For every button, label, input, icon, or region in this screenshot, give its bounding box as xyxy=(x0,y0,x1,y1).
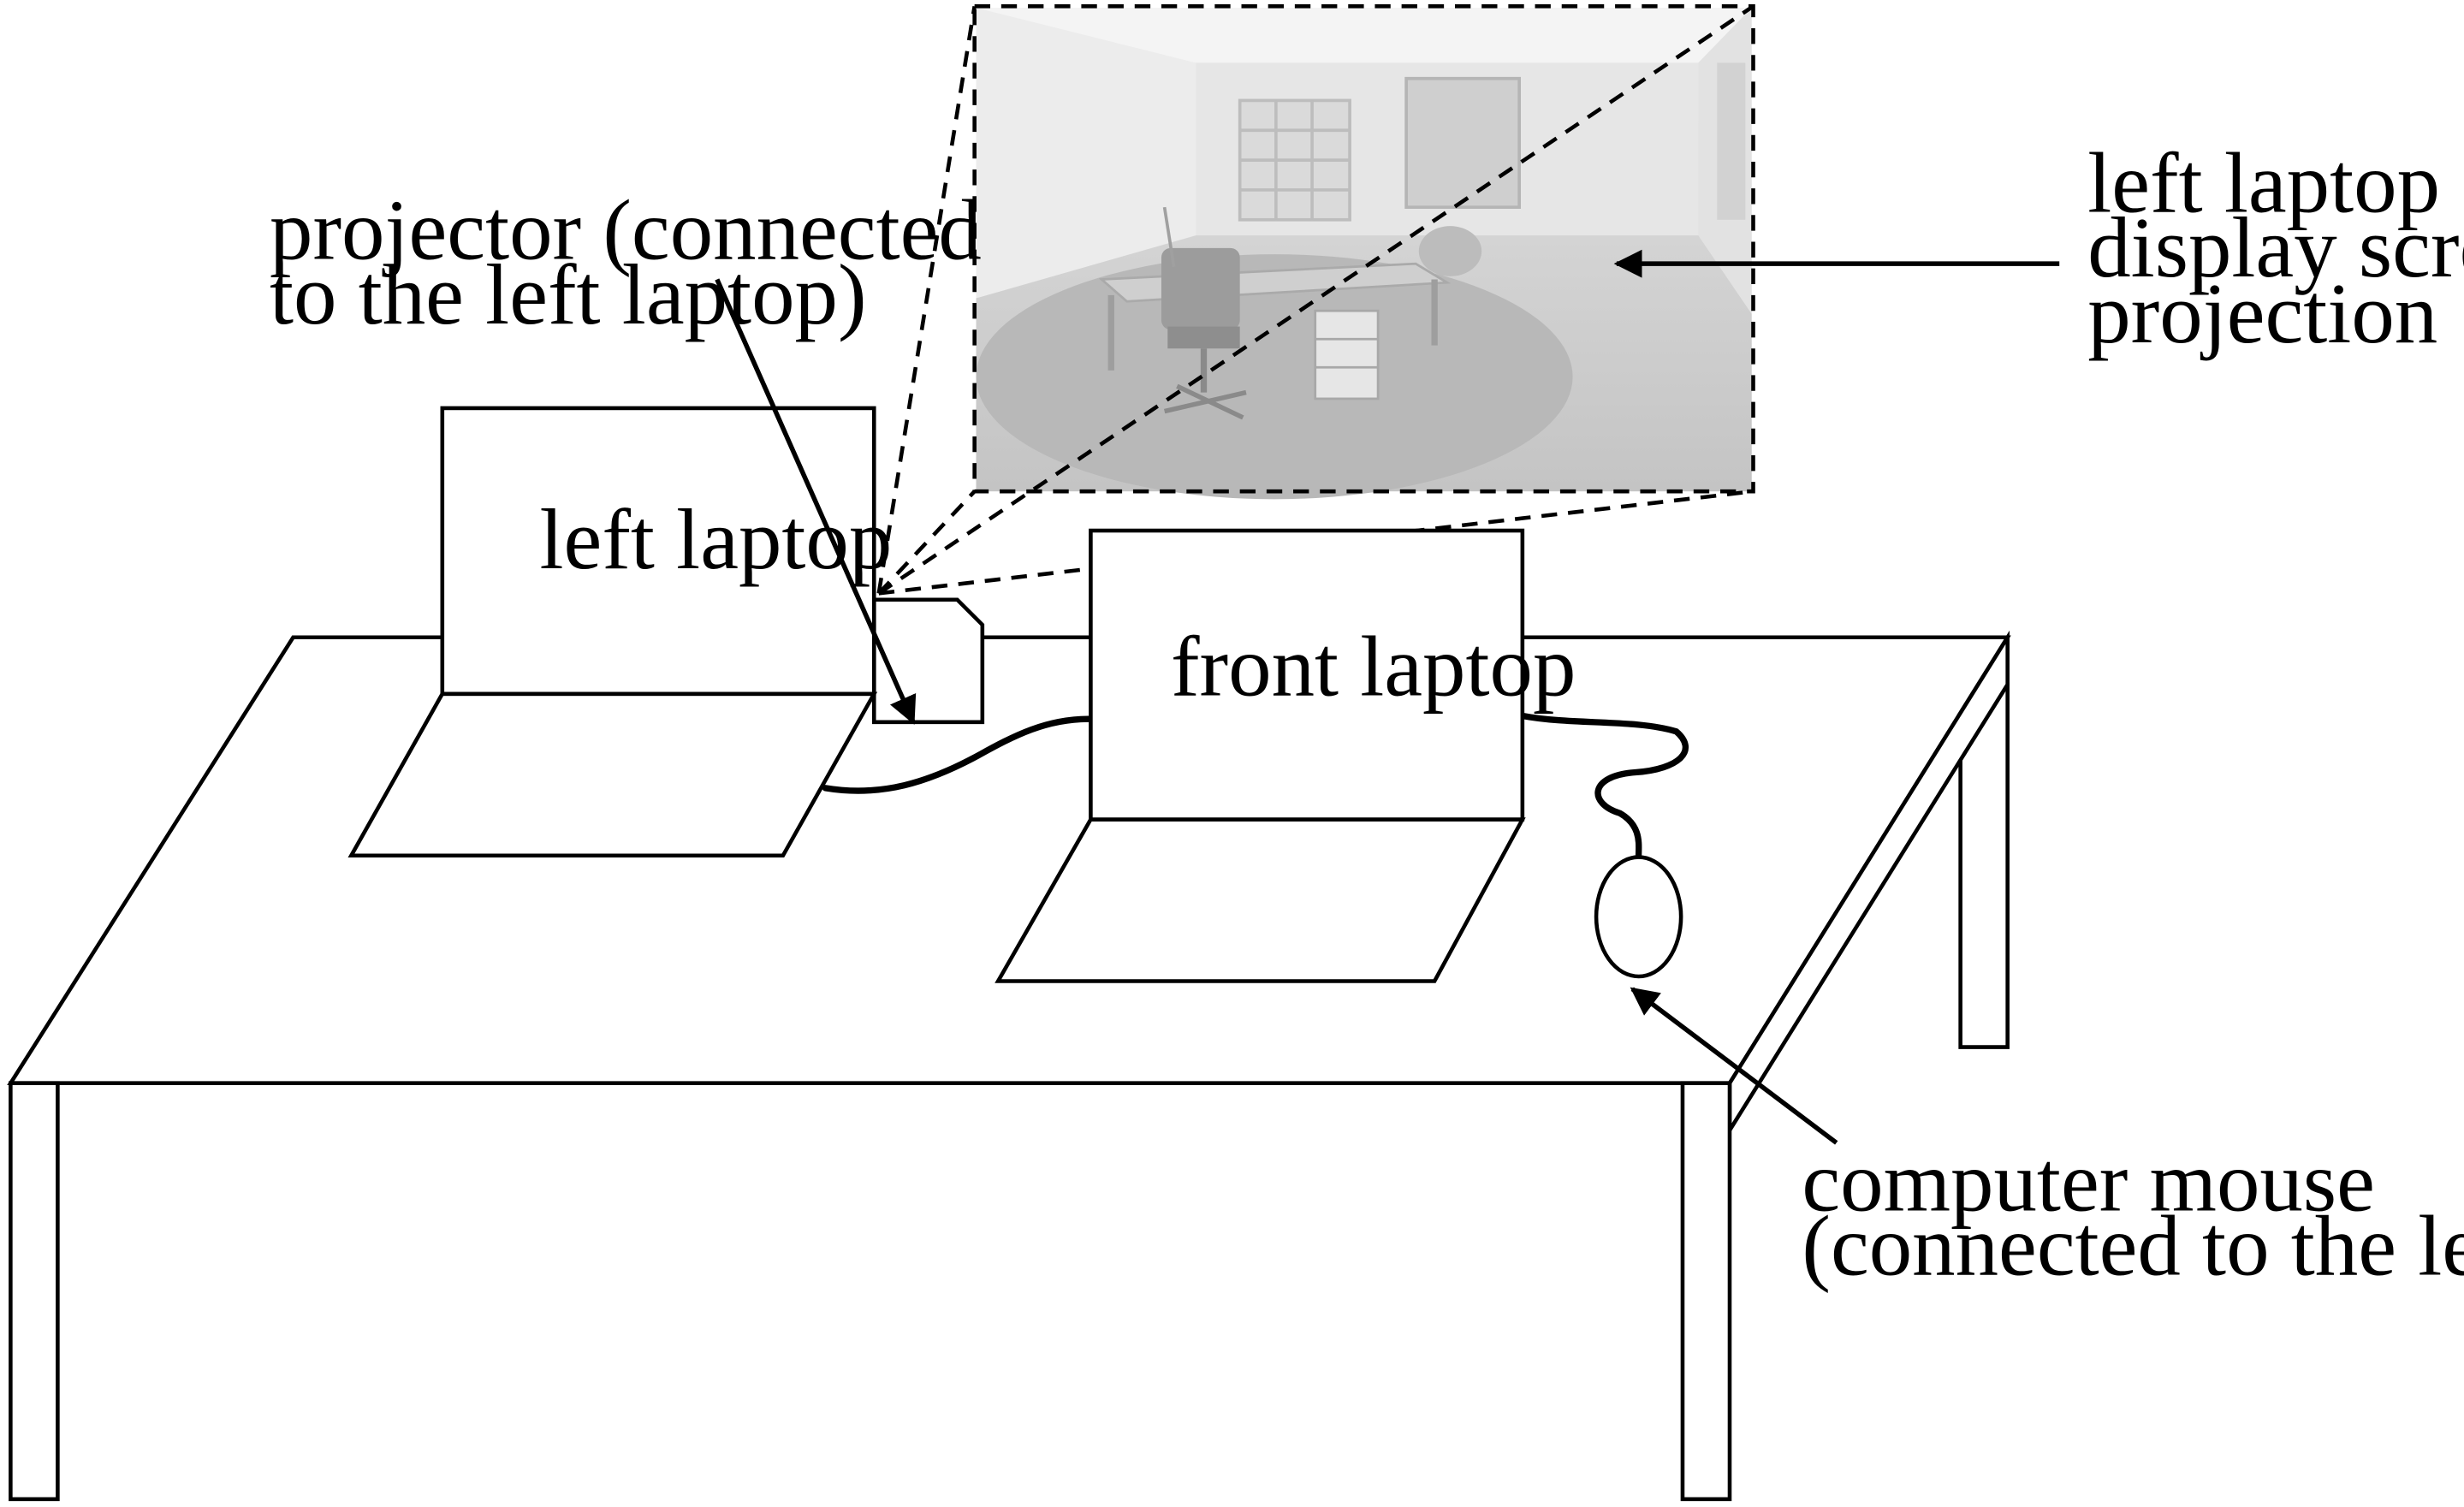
table xyxy=(7,630,2011,1502)
right-wall-picture xyxy=(1717,62,1746,220)
table-top xyxy=(7,635,2011,1086)
virtual-cabinet xyxy=(1314,309,1380,400)
cable-left-laptop xyxy=(822,715,1093,794)
left-laptop xyxy=(347,406,878,858)
labels: projector (connected to the left laptop)… xyxy=(270,135,2464,1294)
left-laptop-screen xyxy=(440,406,876,697)
virtual-plant xyxy=(1418,226,1482,276)
left-laptop-label: left laptop xyxy=(540,491,893,587)
mouse-label-line1: computer mouse xyxy=(1802,1133,2375,1229)
projection-label-line3: projection xyxy=(2087,265,2437,361)
mouse-arrow xyxy=(1630,987,1838,1145)
virtual-lamp xyxy=(1162,206,1176,268)
arrows xyxy=(715,249,2060,1145)
bookshelf xyxy=(1238,98,1351,222)
projection-screen xyxy=(976,8,1752,500)
wall-picture xyxy=(1404,76,1522,209)
cables xyxy=(822,712,1689,859)
projector-label-line1: projector (connected xyxy=(270,182,982,278)
mouse-label-line2: (connected to the left laptop) xyxy=(1802,1198,2464,1294)
projection-label-line2: display screen xyxy=(2087,199,2464,295)
projector xyxy=(871,597,985,725)
virtual-chair xyxy=(1161,247,1247,420)
projection-label-line1: left laptop xyxy=(2087,135,2440,231)
projector-arrow xyxy=(715,278,917,725)
table-leg-front-left xyxy=(9,1081,60,1502)
front-laptop xyxy=(995,528,1526,983)
cable-mouse xyxy=(1519,712,1689,859)
front-laptop-keyboard xyxy=(995,817,1526,983)
projector-label-line2: to the left laptop) xyxy=(270,246,867,342)
computer-mouse xyxy=(1594,855,1683,979)
left-laptop-keyboard xyxy=(347,691,878,858)
front-laptop-label: front laptop xyxy=(1171,619,1576,715)
front-laptop-screen xyxy=(1089,528,1525,822)
table-leg-front-right xyxy=(1680,1081,1732,1502)
